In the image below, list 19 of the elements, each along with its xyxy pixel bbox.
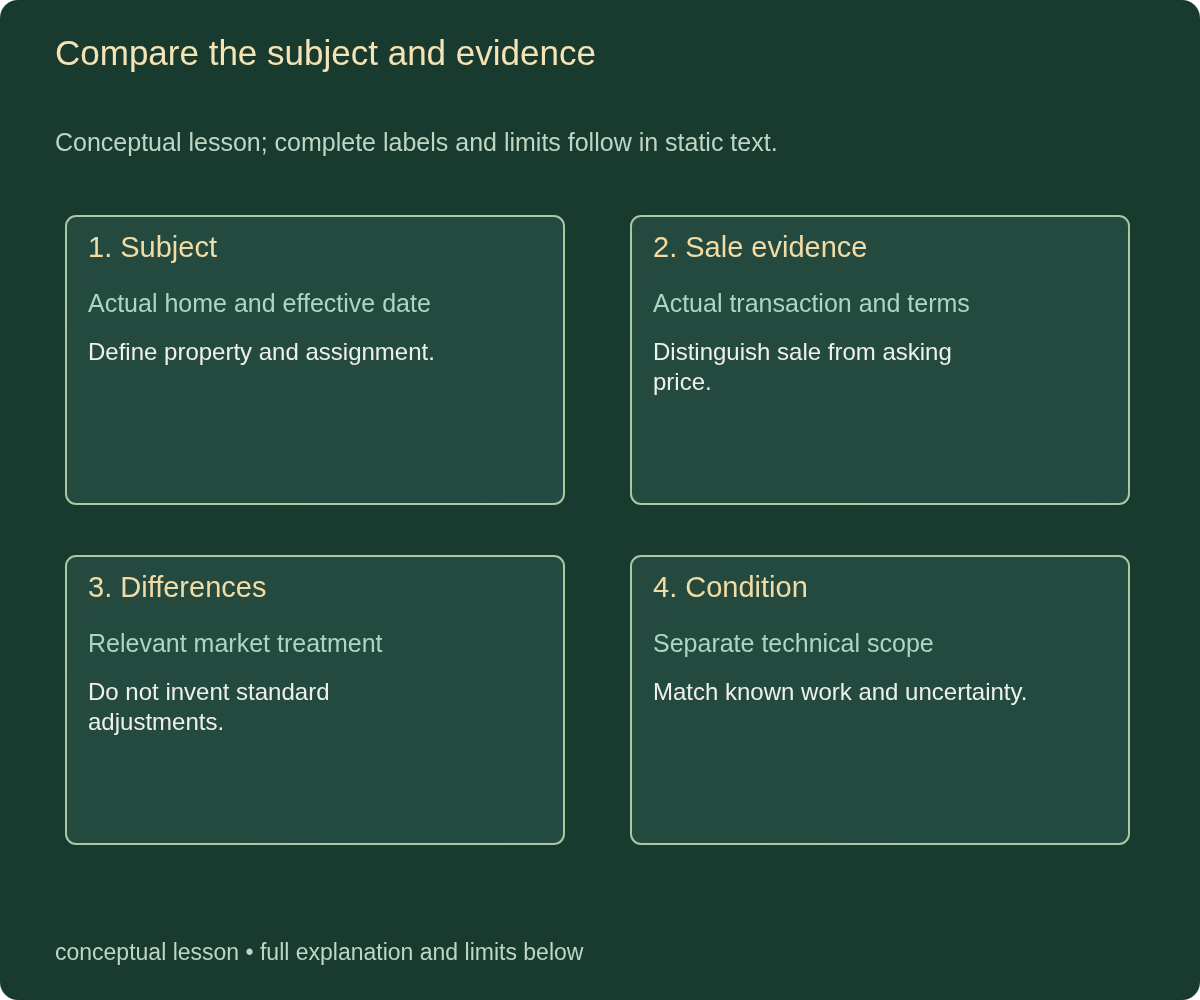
step-card [65,215,565,505]
card-description: Match known work and uncertainty. [653,677,1028,707]
card-subheading: Separate technical scope [653,628,934,658]
card-heading: 3. Differences [88,570,267,604]
subtitle: Conceptual lesson; complete labels and limits follow in static text. [55,127,778,157]
step-card [630,215,1130,505]
step-card [630,555,1130,845]
card-description: Define property and assignment. [88,337,435,367]
footer-note: conceptual lesson • full explanation and limits below [55,938,584,967]
card-description: Distinguish sale from asking price. [653,337,953,397]
card-subheading: Actual transaction and terms [653,288,970,318]
title: Compare the subject and evidence [55,32,596,74]
card-subheading: Relevant market treatment [88,628,383,658]
card-heading: 1. Subject [88,230,217,264]
card-subheading: Actual home and effective date [88,288,431,318]
card-heading: 4. Condition [653,570,808,604]
card-heading: 2. Sale evidence [653,230,868,264]
step-card [65,555,565,845]
card-description: Do not invent standard adjustments. [88,677,331,737]
